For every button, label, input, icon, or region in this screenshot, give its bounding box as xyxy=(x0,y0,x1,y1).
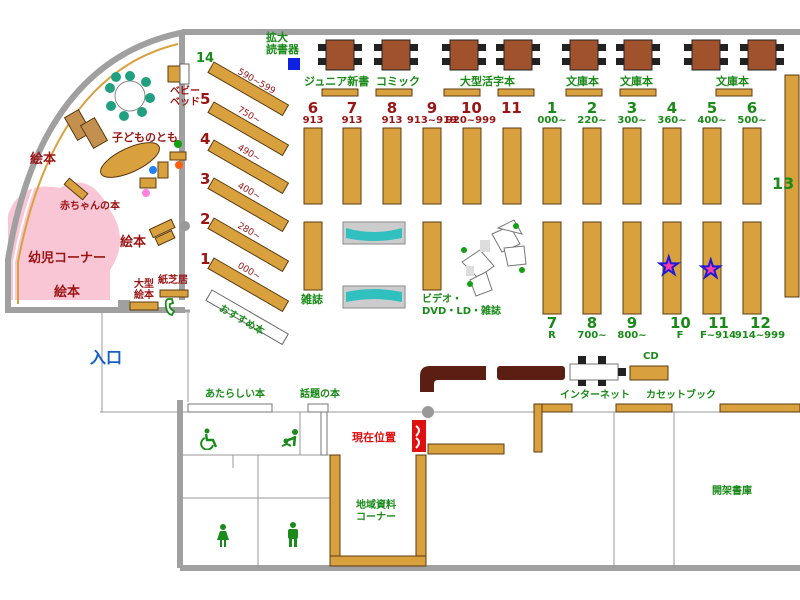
green-shelf-top-num-5: 5 xyxy=(706,99,718,117)
local-materials-label: 地域資料 コーナー xyxy=(356,500,396,523)
red-shelf-range-2: 913 xyxy=(341,115,363,126)
magazine-label: 雑誌 xyxy=(301,293,323,306)
star-icon: ★ xyxy=(657,252,680,280)
female-restroom-icon xyxy=(216,524,230,548)
red-shelf-num-5: 10 xyxy=(461,99,482,117)
ehon-top-label: 絵本 xyxy=(30,152,57,167)
wheelchair-icon xyxy=(200,428,220,451)
red-shelf-num-4: 9 xyxy=(426,99,438,117)
new-books-label: あたらしい本 xyxy=(205,389,265,400)
entrance-label: 入口 xyxy=(90,348,123,367)
green-shelf-bottom-range-6: 914~999 xyxy=(734,330,786,341)
ehon-bottom-label: 絵本 xyxy=(54,285,81,300)
green-shelf-bottom-num-2: 8 xyxy=(586,314,598,332)
kodomo-no-tomo-label: 子どものとも xyxy=(112,131,178,144)
red-shelf-range-4: 913~919 xyxy=(406,115,458,126)
open-stacks-label: 開架書庫 xyxy=(712,486,752,497)
baby-bed-label: ベビー ベッド xyxy=(170,86,200,108)
baby-care-icon xyxy=(280,428,302,450)
green-shelf-top-num-4: 4 xyxy=(666,99,678,117)
phone-icon xyxy=(164,298,178,317)
green-shelf-bottom-range-1: R xyxy=(548,330,556,341)
comic-label: コミック xyxy=(376,75,420,88)
green-shelf-top-num-6: 6 xyxy=(746,99,758,117)
green-shelf-top-range-4: 360~ xyxy=(657,115,687,126)
green-shelf-bottom-num-1: 7 xyxy=(546,314,558,332)
green-shelf-top-range-1: 000~ xyxy=(537,115,567,126)
ehon-mid-label: 絵本 xyxy=(120,235,147,250)
green-shelf-top-num-1: 1 xyxy=(546,99,558,117)
green-shelf-bottom-num-3: 9 xyxy=(626,314,638,332)
left-shelf-3-num: 3 xyxy=(200,170,211,188)
green-shelf-top-range-5: 400~ xyxy=(697,115,727,126)
cassette-book-label: カセットブック xyxy=(646,390,716,401)
green-shelf-bottom-num-4: 10 xyxy=(670,314,691,332)
video-label: ビデオ・ DVD・LD・雑誌 xyxy=(422,294,502,317)
left-shelf-1-num: 1 xyxy=(200,250,211,268)
junior-shinsho-label: ジュニア新書 xyxy=(304,75,370,88)
red-shelf-range-5: 920~999 xyxy=(445,115,497,126)
red-shelf-num-3: 8 xyxy=(386,99,398,117)
red-shelf-num-1: 6 xyxy=(307,99,319,117)
topical-books-label: 話題の本 xyxy=(300,389,340,400)
green-shelf-bottom-range-4: F xyxy=(676,330,684,341)
green-shelf-bottom-num-5: 11 xyxy=(708,314,729,332)
green-shelf-top-range-2: 220~ xyxy=(577,115,607,126)
left-shelf-5-num: 5 xyxy=(200,90,211,108)
red-shelf-num-6: 11 xyxy=(501,99,522,117)
green-shelf-top-range-3: 300~ xyxy=(617,115,647,126)
current-position-marker xyxy=(412,420,426,452)
magnifier-label: 拡大 読書器 xyxy=(266,31,299,56)
green-shelf-bottom-range-2: 700~ xyxy=(577,330,607,341)
red-shelf-num-2: 7 xyxy=(346,99,358,117)
male-restroom-icon xyxy=(286,522,300,548)
red-shelf-range-1: 913 xyxy=(302,115,324,126)
left-shelf-14-num: 14 xyxy=(196,51,215,66)
green-shelf-bottom-num-6: 12 xyxy=(750,314,771,332)
large-picture-books-label: 大型 絵本 xyxy=(134,279,154,301)
left-shelf-2-num: 2 xyxy=(200,210,211,228)
shelf-13-num: 13 xyxy=(772,174,795,193)
cd-label: CD xyxy=(643,351,659,362)
outer-wall-curve xyxy=(5,29,186,313)
magnifier-device xyxy=(288,58,300,70)
red-shelf-range-3: 913 xyxy=(381,115,403,126)
kamishibai-label: 紙芝居 xyxy=(158,275,188,286)
green-shelf-bottom-range-3: 800~ xyxy=(617,330,647,341)
green-shelf-bottom-range-5: F~914 xyxy=(699,330,737,341)
current-position-label: 現在位置 xyxy=(352,431,396,444)
bunko-label-1: 文庫本 xyxy=(566,75,599,88)
left-shelf-4-num: 4 xyxy=(200,130,211,148)
internet-label: インターネット xyxy=(560,390,630,401)
toddler-corner-label: 幼児コーナー xyxy=(28,251,107,266)
bunko-label-3: 文庫本 xyxy=(716,75,749,88)
star-icon: ★ xyxy=(699,255,722,283)
green-shelf-top-num-3: 3 xyxy=(626,99,638,117)
kids-table xyxy=(100,142,160,178)
baby-books-label: 赤ちゃんの本 xyxy=(60,201,120,212)
green-shelf-top-num-2: 2 xyxy=(586,99,598,117)
bunko-label-2: 文庫本 xyxy=(620,75,653,88)
kids-pink-area xyxy=(8,182,120,300)
large-print-label: 大型活字本 xyxy=(460,75,515,88)
green-shelf-top-range-6: 500~ xyxy=(737,115,767,126)
